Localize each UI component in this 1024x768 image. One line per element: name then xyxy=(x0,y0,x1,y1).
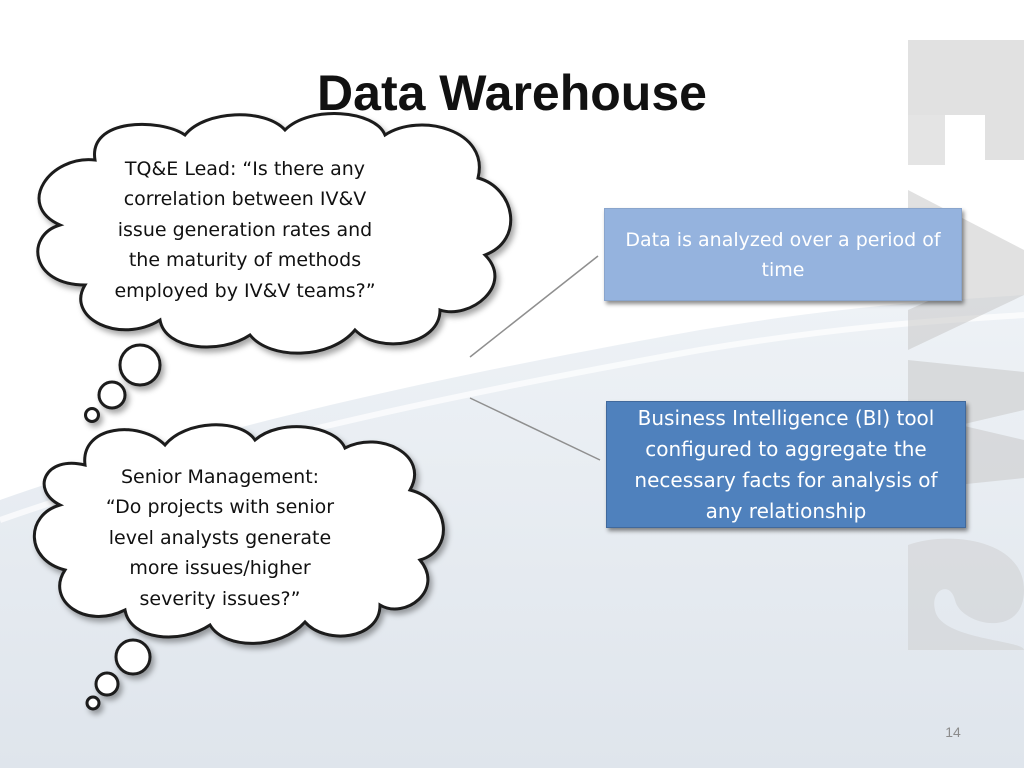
tqe-line-2: correlation between IV&V xyxy=(123,188,367,211)
analysis-period-box: Data is analyzed over a period of time xyxy=(604,208,962,301)
tqe-lead-question: TQ&E Lead: “Is there any correlation bet… xyxy=(85,150,405,310)
analysis-period-text: Data is analyzed over a period of time xyxy=(625,228,941,281)
senior-line-4: more issues/higher xyxy=(129,557,311,580)
tqe-line-5: employed by IV&V teams?” xyxy=(114,279,376,302)
tqe-line-3: issue generation rates and xyxy=(117,218,373,241)
tqe-line-1: TQ&E Lead: “Is there any xyxy=(124,157,366,180)
slide-title: Data Warehouse xyxy=(317,64,707,121)
senior-management-question: Senior Management: “Do projects with sen… xyxy=(75,458,365,618)
thought-cloud-senior-management xyxy=(32,423,445,711)
bi-tool-text: Business Intelligence (BI) tool configur… xyxy=(634,405,938,523)
thought-cloud-tqe-lead xyxy=(36,112,513,423)
tqe-line-4: the maturity of methods xyxy=(128,249,362,272)
senior-line-2: “Do projects with senior xyxy=(105,496,335,519)
senior-line-5: severity issues?” xyxy=(139,587,301,610)
senior-line-3: level analysts generate xyxy=(108,526,332,549)
senior-line-1: Senior Management: xyxy=(120,465,320,488)
page-number: 14 xyxy=(945,724,961,740)
bi-tool-box: Business Intelligence (BI) tool configur… xyxy=(606,401,966,528)
